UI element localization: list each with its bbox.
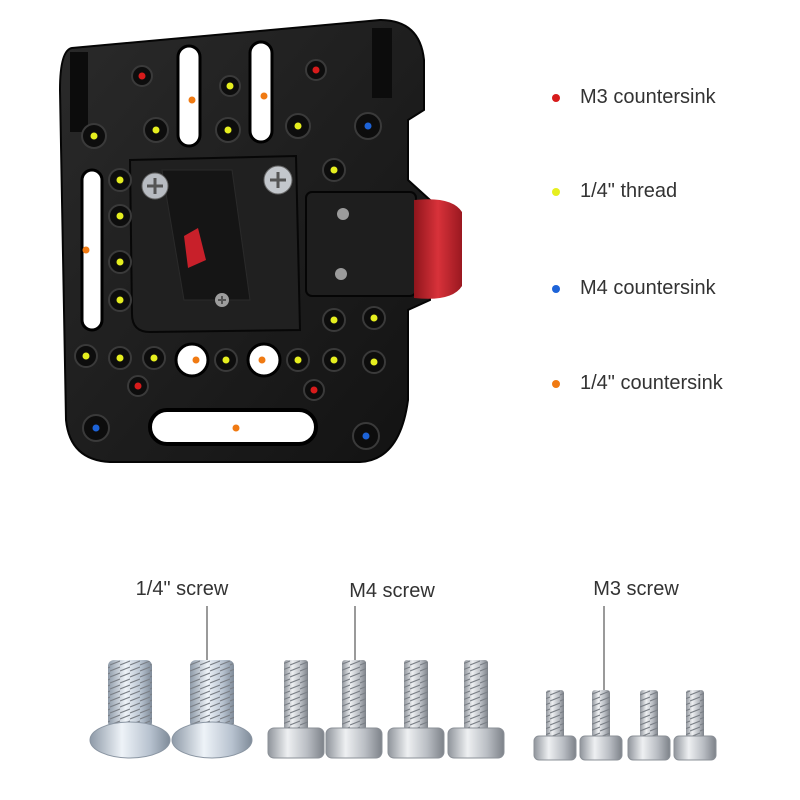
legend-dot-red: [552, 93, 560, 102]
v-lock-wedge: [161, 169, 251, 301]
legend-dot-blue: [552, 284, 560, 293]
hole-marker-dot: [310, 386, 318, 394]
hole-marker-dot: [116, 258, 124, 266]
m3-screw-label: M3 screw: [593, 578, 679, 600]
legend-label: M3 countersink: [580, 86, 716, 108]
m3-screw-2: [579, 690, 623, 761]
m4-screw-1: [267, 660, 325, 759]
hole-marker-dot: [330, 166, 338, 174]
hole-marker-dot: [116, 212, 124, 220]
hole-marker-dot: [330, 316, 338, 324]
hole-marker-dot: [116, 354, 124, 362]
legend-m4-countersink: M4 countersink: [552, 277, 716, 300]
m3-screw-4: [673, 690, 717, 761]
m4-screw-2: [325, 660, 383, 759]
quarter-screw-1: [89, 660, 171, 759]
notch-top-right: [372, 28, 392, 98]
legend-quarter-countersink: 1/4" countersink: [552, 372, 723, 395]
hole-marker-dot: [138, 72, 146, 80]
hole-marker-dot: [90, 132, 98, 140]
m4-screw-4: [447, 660, 505, 759]
hole-marker-dot: [116, 296, 124, 304]
hole-marker-dot: [82, 246, 90, 254]
hole-marker-dot: [188, 96, 196, 104]
legend-quarter-thread: 1/4" thread: [552, 180, 677, 203]
notch-top-left: [70, 52, 88, 132]
slot-top-right: [248, 40, 274, 144]
clamp-red-lever: [414, 199, 462, 299]
legend-label: 1/4" countersink: [580, 372, 723, 394]
hole-marker-dot: [116, 176, 124, 184]
hole-marker-dot: [364, 122, 372, 130]
silver-screw-right: [263, 165, 293, 195]
m4-screw-3: [387, 660, 445, 759]
hole-marker-dot: [152, 126, 160, 134]
hole-marker-dot: [294, 356, 302, 364]
legend-dot-orange: [552, 379, 560, 388]
slot-left: [80, 168, 104, 332]
hole-marker-dot: [260, 92, 268, 100]
hole-marker-dot: [226, 82, 234, 90]
quarter-screw-2: [171, 660, 253, 759]
m3-screw-3: [627, 690, 671, 761]
small-screw-bottom: [215, 293, 229, 307]
hole-marker-dot: [370, 314, 378, 322]
slot-top-left: [176, 44, 202, 148]
quarter-screw-label: 1/4" screw: [135, 578, 229, 600]
hole-marker-dot: [232, 424, 240, 432]
silver-screw-left: [141, 172, 169, 200]
hole-marker-dot: [134, 382, 142, 390]
hole-marker-dot: [294, 122, 302, 130]
m4-screw-label: M4 screw: [349, 580, 435, 602]
legend-m3-countersink: M3 countersink: [552, 86, 716, 109]
hole-marker-dot: [370, 358, 378, 366]
m3-screw-1: [533, 690, 577, 761]
hole-marker-dot: [330, 356, 338, 364]
hole-marker-dot: [312, 66, 320, 74]
legend-dot-yellow: [552, 187, 560, 196]
hole-marker-dot: [222, 356, 230, 364]
hole-marker-dot: [150, 354, 158, 362]
hole-marker-dot: [362, 432, 370, 440]
hole-marker-dot: [258, 356, 266, 364]
hole-marker-dot: [92, 424, 100, 432]
hole-marker-dot: [192, 356, 200, 364]
large-hole-1: [174, 342, 210, 378]
hole-marker-dot: [82, 352, 90, 360]
legend-label: M4 countersink: [580, 277, 716, 299]
legend-label: 1/4" thread: [580, 180, 678, 202]
hole-marker-dot: [224, 126, 232, 134]
v-lock-red-tab: [184, 228, 206, 268]
